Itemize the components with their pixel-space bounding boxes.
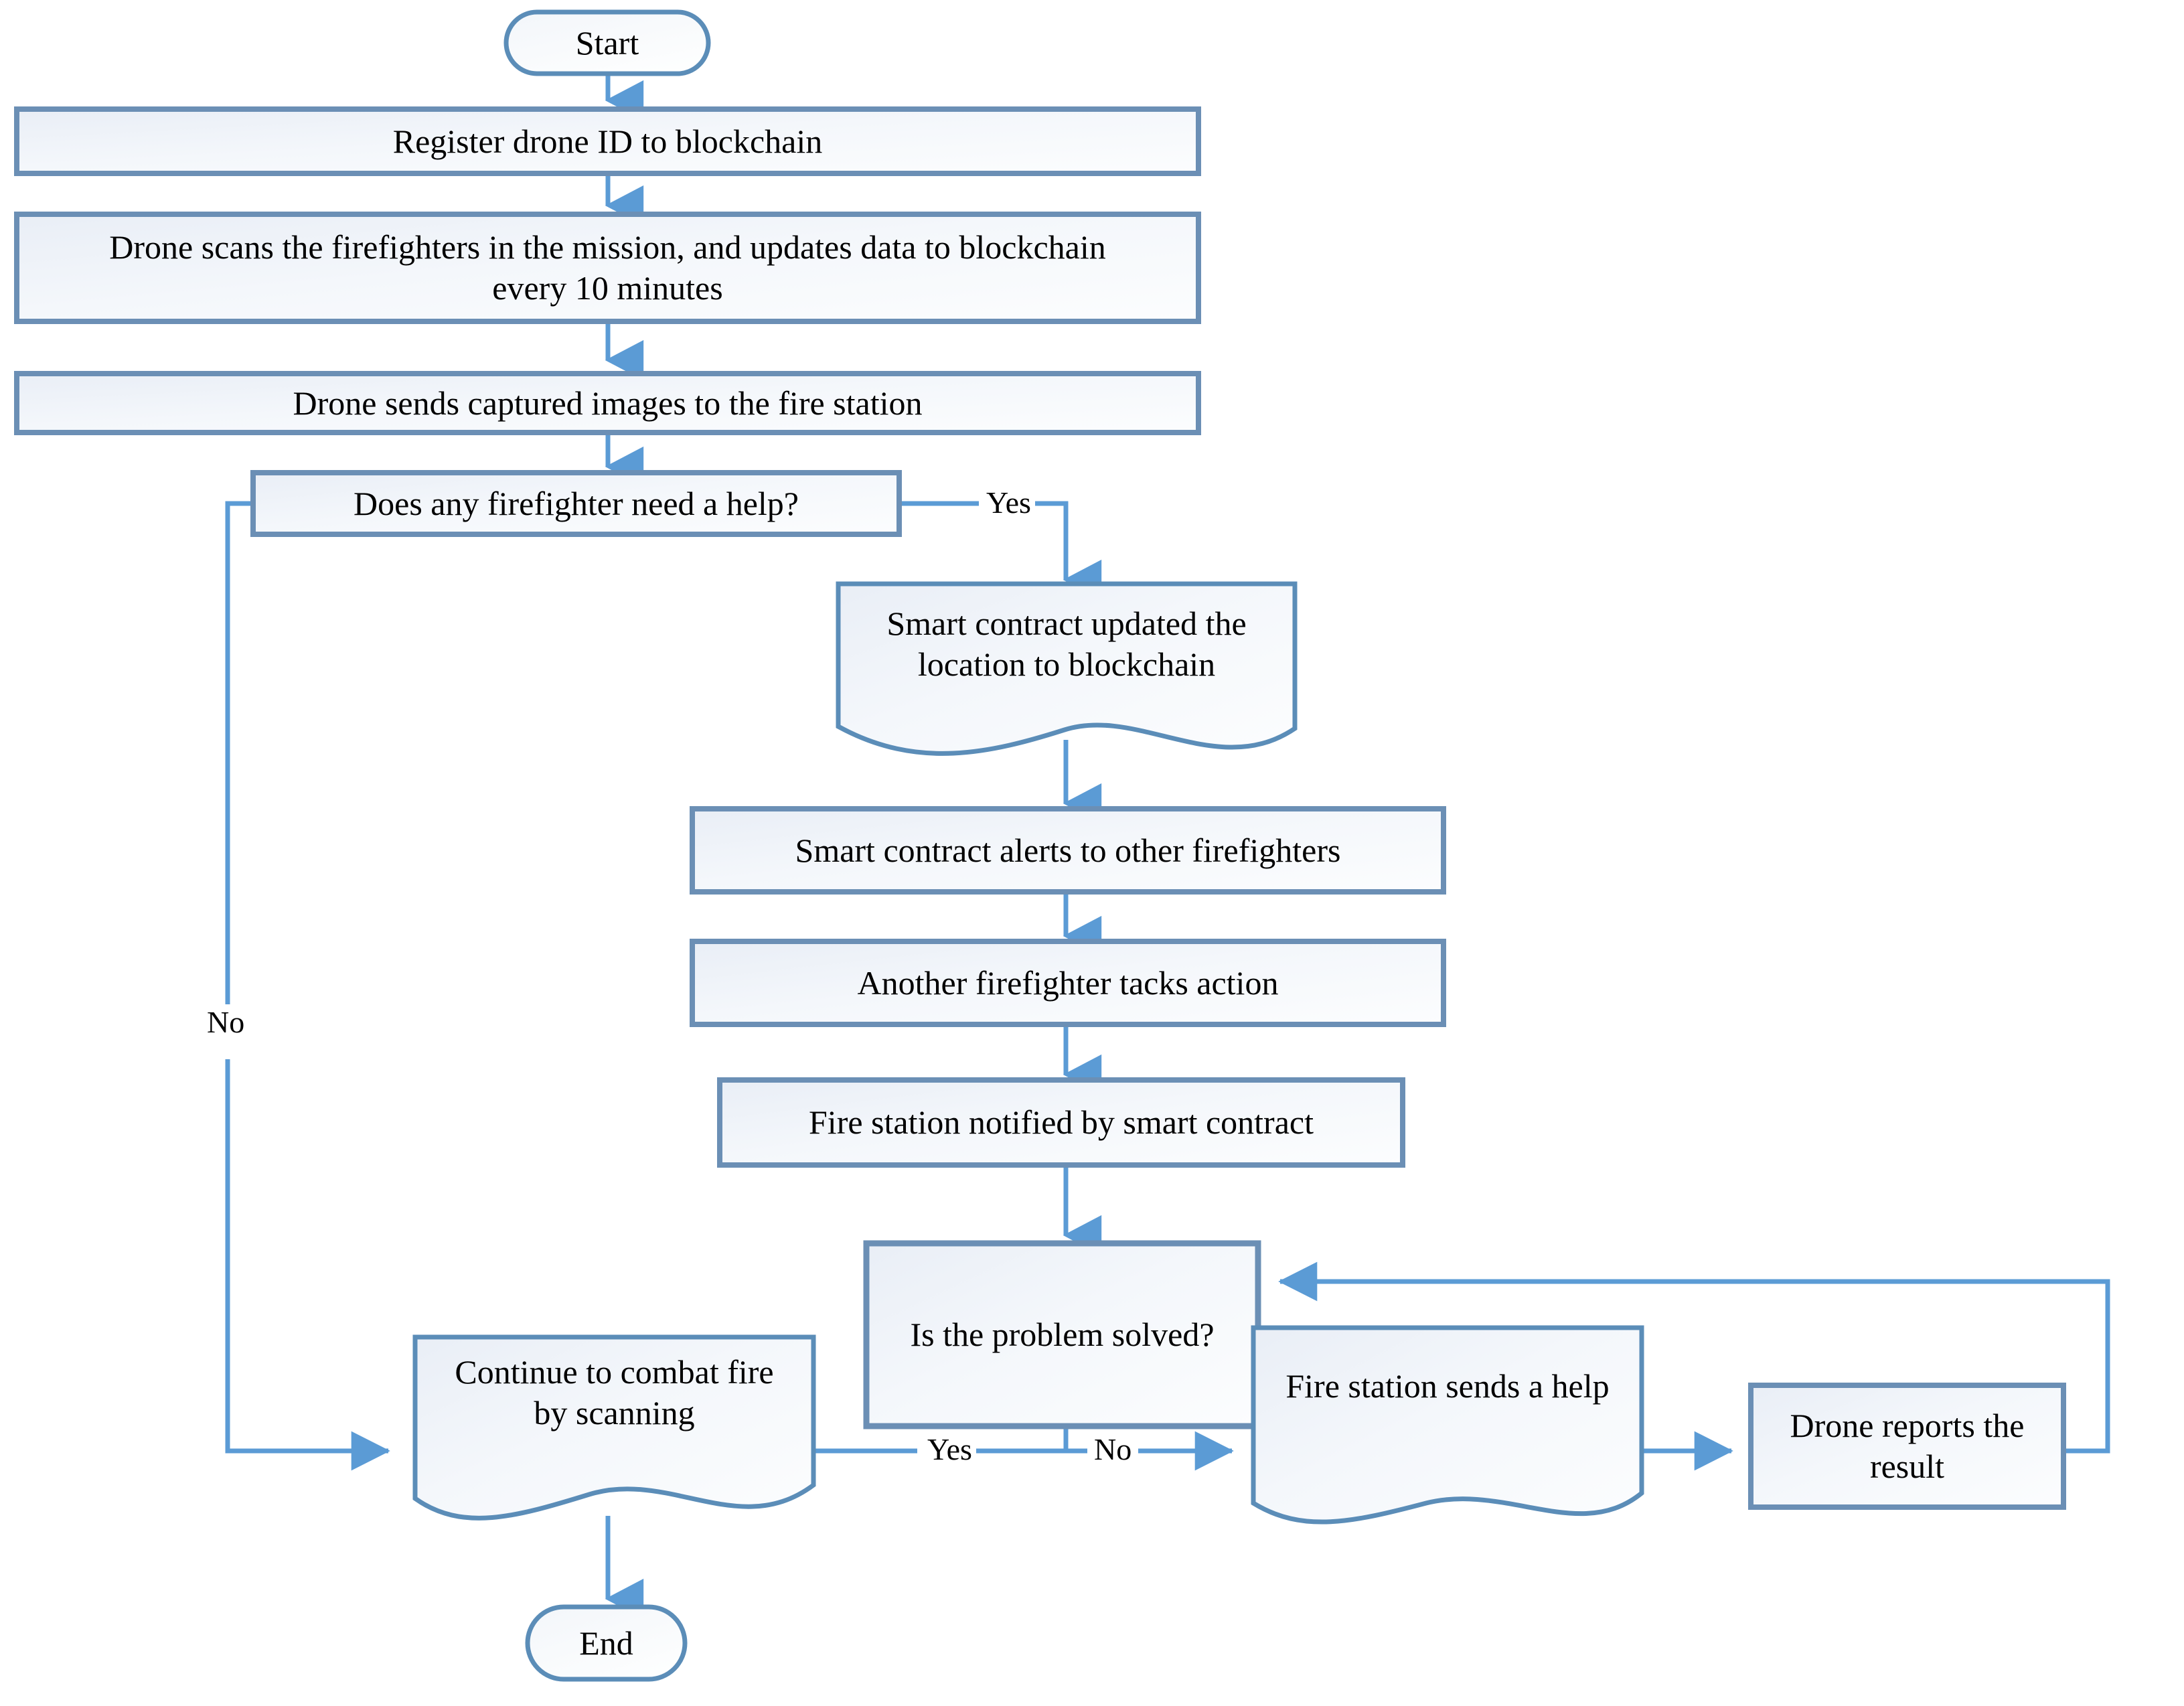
node-problemsolved-shape: [863, 1240, 1261, 1429]
edge-label-solved-no: No: [1090, 1434, 1136, 1465]
node-scalert-shape: [690, 806, 1446, 895]
node-scan-shape: [14, 212, 1201, 324]
node-end-shape: [525, 1604, 688, 1682]
node-stationhelp-shape: [1251, 1325, 1644, 1525]
node-continuecombat-shape: [412, 1334, 816, 1521]
node-dronereports-shape: [1748, 1383, 2066, 1510]
edge-dronereports-feedback: [1278, 1261, 2110, 1454]
node-register-shape: [14, 106, 1201, 176]
edge-label-needhelp-yes: Yes: [982, 487, 1035, 518]
node-sendimages-shape: [14, 371, 1201, 435]
edge-needhelp-no-cont: [225, 1059, 390, 1471]
edge-label-needhelp-no: No: [203, 1007, 249, 1038]
edge-needhelp-yes-cont: [1028, 501, 1102, 601]
edge-label-solved-yes: Yes: [923, 1434, 976, 1465]
node-anotherff-shape: [690, 939, 1446, 1027]
node-start-shape: [503, 9, 711, 76]
node-needhelp-shape: [250, 470, 902, 537]
edge-needhelp-no: [225, 501, 253, 1004]
node-stationnotified-shape: [717, 1077, 1405, 1168]
node-scupdate-shape: [836, 581, 1298, 756]
